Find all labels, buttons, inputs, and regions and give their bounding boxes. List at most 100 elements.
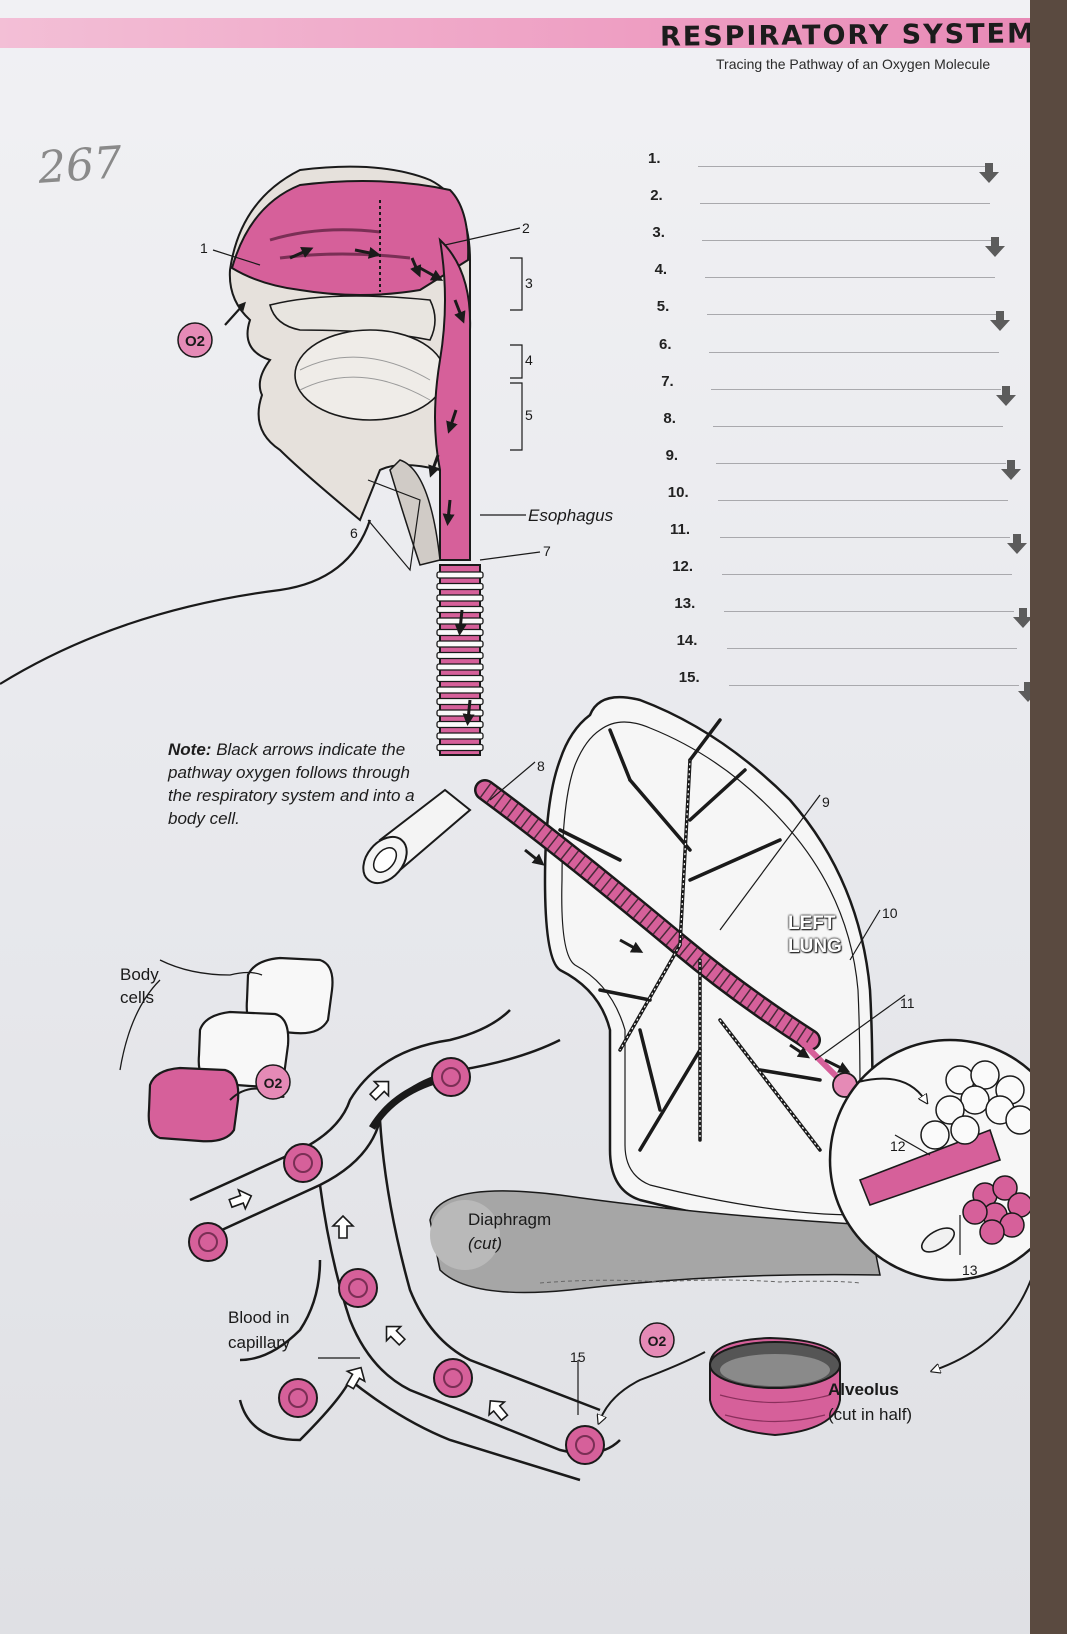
pathway-arrow bbox=[824, 1058, 851, 1073]
open-flow-arrow bbox=[228, 1188, 253, 1211]
pathway-arrow bbox=[454, 609, 467, 636]
open-flow-arrow bbox=[345, 1366, 366, 1390]
answer-blank-line[interactable] bbox=[726, 648, 1017, 650]
trachea bbox=[436, 564, 484, 756]
answer-row: 10. bbox=[668, 484, 1030, 504]
body-cells bbox=[147, 956, 334, 1143]
pathway-arrow bbox=[289, 246, 314, 260]
red-blood-cell bbox=[283, 1143, 323, 1183]
callout-4: 4 bbox=[525, 352, 533, 368]
answer-number: 12. bbox=[672, 558, 694, 576]
alveolus-pink bbox=[992, 1175, 1018, 1201]
callout-5: 5 bbox=[525, 407, 533, 423]
answer-blank-line[interactable] bbox=[713, 425, 1004, 427]
answer-number: 2. bbox=[650, 187, 663, 205]
callout-2: 2 bbox=[522, 220, 530, 236]
answer-row: 15. bbox=[679, 669, 1030, 703]
answer-number: 3. bbox=[652, 224, 665, 242]
open-flow-arrow bbox=[385, 1325, 407, 1347]
answer-blank-line[interactable] bbox=[728, 685, 1019, 687]
answer-blank-line[interactable] bbox=[700, 203, 991, 205]
pathway-arrow bbox=[524, 848, 545, 866]
callout-8: 8 bbox=[537, 758, 545, 774]
red-blood-cells bbox=[188, 1057, 605, 1465]
note-text: Note: Black arrows indicate the pathway … bbox=[168, 738, 428, 830]
answer-row: 4. bbox=[655, 261, 1025, 281]
alveolus-white bbox=[970, 1060, 1000, 1090]
nasal-cavity bbox=[230, 180, 470, 296]
red-blood-cell bbox=[338, 1268, 378, 1308]
down-arrow-icon bbox=[1001, 459, 1022, 480]
pathway-arrow bbox=[410, 257, 422, 278]
answer-blank-line[interactable] bbox=[711, 388, 1002, 390]
pathway-arrow bbox=[419, 266, 444, 281]
callout-13: 13 bbox=[962, 1262, 978, 1278]
body-cells-label-1: Body bbox=[120, 965, 159, 984]
pathway-arrow bbox=[789, 1043, 810, 1059]
svg-text:O2: O2 bbox=[185, 333, 205, 350]
pathway-arrow bbox=[446, 409, 458, 434]
trachea-ring bbox=[436, 674, 484, 683]
answer-blank-line[interactable] bbox=[702, 240, 993, 242]
o2-molecule-cell: O2 bbox=[255, 1064, 291, 1100]
alveolus-pink bbox=[962, 1199, 988, 1225]
open-flow-arrow bbox=[331, 1214, 355, 1239]
answer-number: 11. bbox=[670, 521, 691, 538]
alveolus-white bbox=[1005, 1105, 1030, 1135]
answer-row: 11. bbox=[670, 521, 1030, 554]
alveolus-white bbox=[920, 1120, 950, 1150]
svg-text:O2: O2 bbox=[264, 1075, 283, 1091]
down-arrow-icon bbox=[1007, 534, 1027, 554]
answer-number: 5. bbox=[656, 298, 670, 316]
answer-blank-line[interactable] bbox=[717, 499, 1008, 501]
esophagus-label: Esophagus bbox=[528, 506, 614, 525]
capillary-flow-arrows bbox=[228, 1080, 509, 1422]
answer-row: 3. bbox=[652, 224, 1022, 258]
down-arrow-icon bbox=[1012, 608, 1030, 629]
answer-blank-line[interactable] bbox=[724, 611, 1015, 613]
header-pink-band bbox=[0, 18, 1030, 48]
down-arrow-icon bbox=[1018, 682, 1030, 703]
answer-number: 7. bbox=[661, 372, 674, 390]
diaphragm-label-1: Diaphragm bbox=[468, 1210, 551, 1229]
answer-row: 9. bbox=[666, 447, 1030, 480]
note-body: Black arrows indicate the pathway oxygen… bbox=[168, 740, 415, 828]
answer-row: 2. bbox=[650, 187, 1020, 207]
red-blood-cell bbox=[188, 1222, 228, 1262]
diagram-labels: Esophagus Body cells Diaphragm (cut) Blo… bbox=[120, 506, 912, 1424]
alveolus-pink bbox=[979, 1219, 1005, 1245]
trachea-ring bbox=[436, 571, 484, 579]
answer-number: 8. bbox=[663, 409, 676, 427]
pathway-arrow bbox=[619, 938, 644, 953]
trachea-ring bbox=[436, 640, 484, 648]
answer-row: 7. bbox=[661, 372, 1030, 406]
callout-6: 6 bbox=[350, 525, 358, 541]
answer-blank-line[interactable] bbox=[709, 351, 999, 353]
neck-outline bbox=[0, 519, 372, 685]
answer-blank-line[interactable] bbox=[704, 277, 995, 279]
trachea-ring bbox=[436, 594, 484, 602]
answer-blank-line[interactable] bbox=[706, 314, 997, 316]
worksheet-page: RESPIRATORY SYSTEM Tracing the Pathway o… bbox=[0, 0, 1030, 1634]
alveoli-zoom-circle bbox=[828, 1038, 1030, 1282]
answer-blank-line[interactable] bbox=[715, 462, 1006, 464]
down-arrow-icon bbox=[979, 163, 999, 183]
alveolus-label-1: Alveolus bbox=[828, 1380, 899, 1399]
red-blood-cell-center bbox=[198, 1232, 218, 1252]
open-flow-arrow bbox=[368, 1080, 390, 1102]
pathway-arrow bbox=[442, 499, 455, 526]
trachea-ring bbox=[436, 651, 484, 660]
answer-blank-line[interactable] bbox=[720, 537, 1010, 538]
pathway-arrow bbox=[462, 699, 475, 726]
larynx bbox=[389, 459, 441, 566]
answer-row: 5. bbox=[656, 298, 1027, 332]
body-cells-label-2: cells bbox=[120, 988, 154, 1007]
answer-blank-line[interactable] bbox=[698, 166, 988, 167]
diaphragm-label-2: (cut) bbox=[468, 1234, 502, 1253]
left-lung-label: LEFT LUNG bbox=[788, 912, 842, 958]
o2-molecule-alveolus: O2 bbox=[600, 1322, 706, 1420]
answer-number: 1. bbox=[648, 150, 661, 167]
answer-blank-line[interactable] bbox=[722, 574, 1013, 576]
respiratory-diagram: O2 O2 O2 bbox=[0, 165, 1030, 1482]
answer-number: 4. bbox=[654, 261, 668, 279]
